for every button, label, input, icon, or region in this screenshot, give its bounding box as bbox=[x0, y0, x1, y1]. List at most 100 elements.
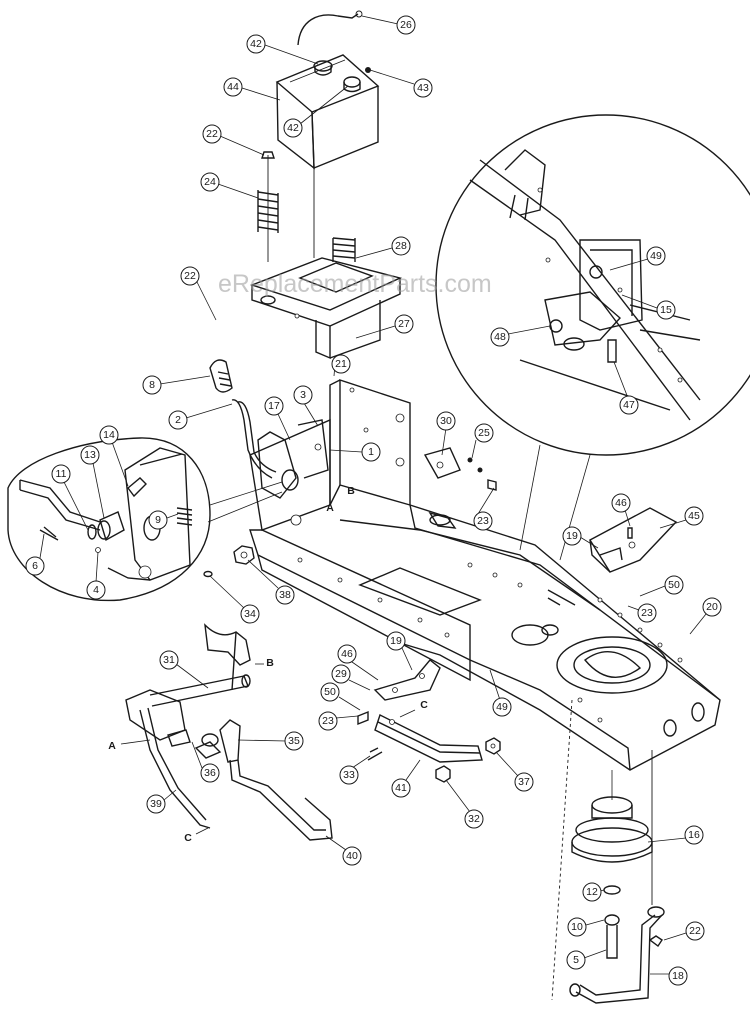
callout-4: 4 bbox=[86, 580, 106, 600]
nut-38 bbox=[203, 545, 255, 578]
svg-text:13: 13 bbox=[84, 449, 96, 461]
svg-text:17: 17 bbox=[268, 400, 280, 412]
svg-text:37: 37 bbox=[518, 776, 530, 788]
callout-9: 9 bbox=[148, 510, 168, 530]
svg-text:23: 23 bbox=[641, 607, 653, 619]
svg-text:2: 2 bbox=[175, 414, 181, 426]
svg-text:50: 50 bbox=[324, 686, 336, 698]
label-a-upper: A bbox=[326, 502, 334, 514]
callout-11: 11 bbox=[51, 464, 71, 484]
svg-text:22: 22 bbox=[184, 270, 196, 282]
callout-12: 12 bbox=[582, 882, 602, 902]
callout-48: 48 bbox=[490, 327, 510, 347]
bracket-30 bbox=[423, 447, 497, 491]
detail-frame-bracket bbox=[435, 114, 750, 456]
callout-23c: 23 bbox=[318, 711, 338, 731]
rod-18 bbox=[569, 906, 665, 1004]
callout-1: 1 bbox=[361, 442, 381, 462]
callout-23a: 23 bbox=[473, 511, 493, 531]
callout-50b: 50 bbox=[320, 682, 340, 702]
callout-41: 41 bbox=[391, 778, 411, 798]
svg-text:26: 26 bbox=[400, 19, 412, 31]
svg-text:40: 40 bbox=[346, 850, 358, 862]
svg-text:23: 23 bbox=[477, 515, 489, 527]
svg-text:48: 48 bbox=[494, 331, 506, 343]
callout-33: 33 bbox=[339, 765, 359, 785]
svg-text:4: 4 bbox=[93, 584, 99, 596]
svg-text:24: 24 bbox=[204, 176, 216, 188]
label-b-lower: B bbox=[266, 657, 274, 669]
svg-text:41: 41 bbox=[395, 782, 407, 794]
detail-shift-assembly bbox=[7, 437, 211, 602]
callout-2: 2 bbox=[168, 410, 188, 430]
svg-text:15: 15 bbox=[660, 304, 672, 316]
callout-28: 28 bbox=[391, 236, 411, 256]
svg-text:16: 16 bbox=[688, 829, 700, 841]
hardware-nuts bbox=[357, 710, 501, 783]
callout-24: 24 bbox=[200, 172, 220, 192]
svg-text:10: 10 bbox=[571, 921, 583, 933]
callout-49b: 49 bbox=[646, 246, 666, 266]
svg-text:30: 30 bbox=[440, 415, 452, 427]
callout-43: 43 bbox=[413, 78, 433, 98]
callout-18: 18 bbox=[668, 966, 688, 986]
svg-text:19: 19 bbox=[390, 635, 402, 647]
callout-6: 6 bbox=[25, 556, 45, 576]
callout-21: 21 bbox=[331, 354, 351, 374]
svg-text:29: 29 bbox=[335, 668, 347, 680]
label-c-lower: C bbox=[184, 832, 192, 844]
svg-text:19: 19 bbox=[566, 530, 578, 542]
bracket-45 bbox=[589, 507, 678, 573]
svg-text:12: 12 bbox=[586, 886, 598, 898]
callout-25: 25 bbox=[474, 423, 494, 443]
lever-41 bbox=[374, 714, 483, 763]
callout-35: 35 bbox=[284, 731, 304, 751]
callout-36: 36 bbox=[200, 763, 220, 783]
svg-text:49: 49 bbox=[496, 701, 508, 713]
callout-39: 39 bbox=[146, 794, 166, 814]
callout-29: 29 bbox=[331, 664, 351, 684]
callout-22c: 22 bbox=[685, 921, 705, 941]
label-c-upper: C bbox=[420, 699, 428, 711]
dash-panel bbox=[249, 379, 411, 531]
svg-text:1: 1 bbox=[368, 446, 374, 458]
label-b-upper: B bbox=[347, 485, 355, 497]
svg-text:22: 22 bbox=[689, 925, 701, 937]
callout-46a: 46 bbox=[611, 493, 631, 513]
callout-46b: 46 bbox=[337, 644, 357, 664]
main-frame bbox=[249, 504, 721, 771]
svg-text:3: 3 bbox=[300, 389, 306, 401]
callout-44: 44 bbox=[223, 77, 243, 97]
svg-text:33: 33 bbox=[343, 769, 355, 781]
svg-text:47: 47 bbox=[623, 399, 635, 411]
shift-lever bbox=[209, 359, 329, 499]
callout-22b: 22 bbox=[180, 266, 200, 286]
callout-45: 45 bbox=[684, 506, 704, 526]
svg-text:8: 8 bbox=[149, 379, 155, 391]
svg-text:45: 45 bbox=[688, 510, 700, 522]
svg-text:35: 35 bbox=[288, 735, 300, 747]
svg-text:36: 36 bbox=[204, 767, 216, 779]
svg-text:25: 25 bbox=[478, 427, 490, 439]
bracket-19 bbox=[373, 659, 441, 701]
svg-text:20: 20 bbox=[706, 601, 718, 613]
watermark: eReplacementParts.com bbox=[218, 270, 492, 298]
svg-text:11: 11 bbox=[56, 468, 67, 480]
svg-text:27: 27 bbox=[398, 318, 410, 330]
callout-40: 40 bbox=[342, 846, 362, 866]
callout-37: 37 bbox=[514, 772, 534, 792]
svg-text:38: 38 bbox=[279, 589, 291, 601]
svg-text:46: 46 bbox=[615, 497, 627, 509]
svg-text:34: 34 bbox=[244, 608, 256, 620]
svg-text:18: 18 bbox=[672, 970, 684, 982]
pulley-assembly bbox=[571, 770, 653, 959]
svg-text:39: 39 bbox=[150, 798, 162, 810]
callout-19b: 19 bbox=[386, 631, 406, 651]
callout-16: 16 bbox=[684, 825, 704, 845]
callout-23b: 23 bbox=[637, 603, 657, 623]
callout-14: 14 bbox=[99, 425, 119, 445]
callout-50a: 50 bbox=[664, 575, 684, 595]
pedal-assembly bbox=[125, 623, 333, 841]
svg-text:14: 14 bbox=[103, 429, 115, 441]
